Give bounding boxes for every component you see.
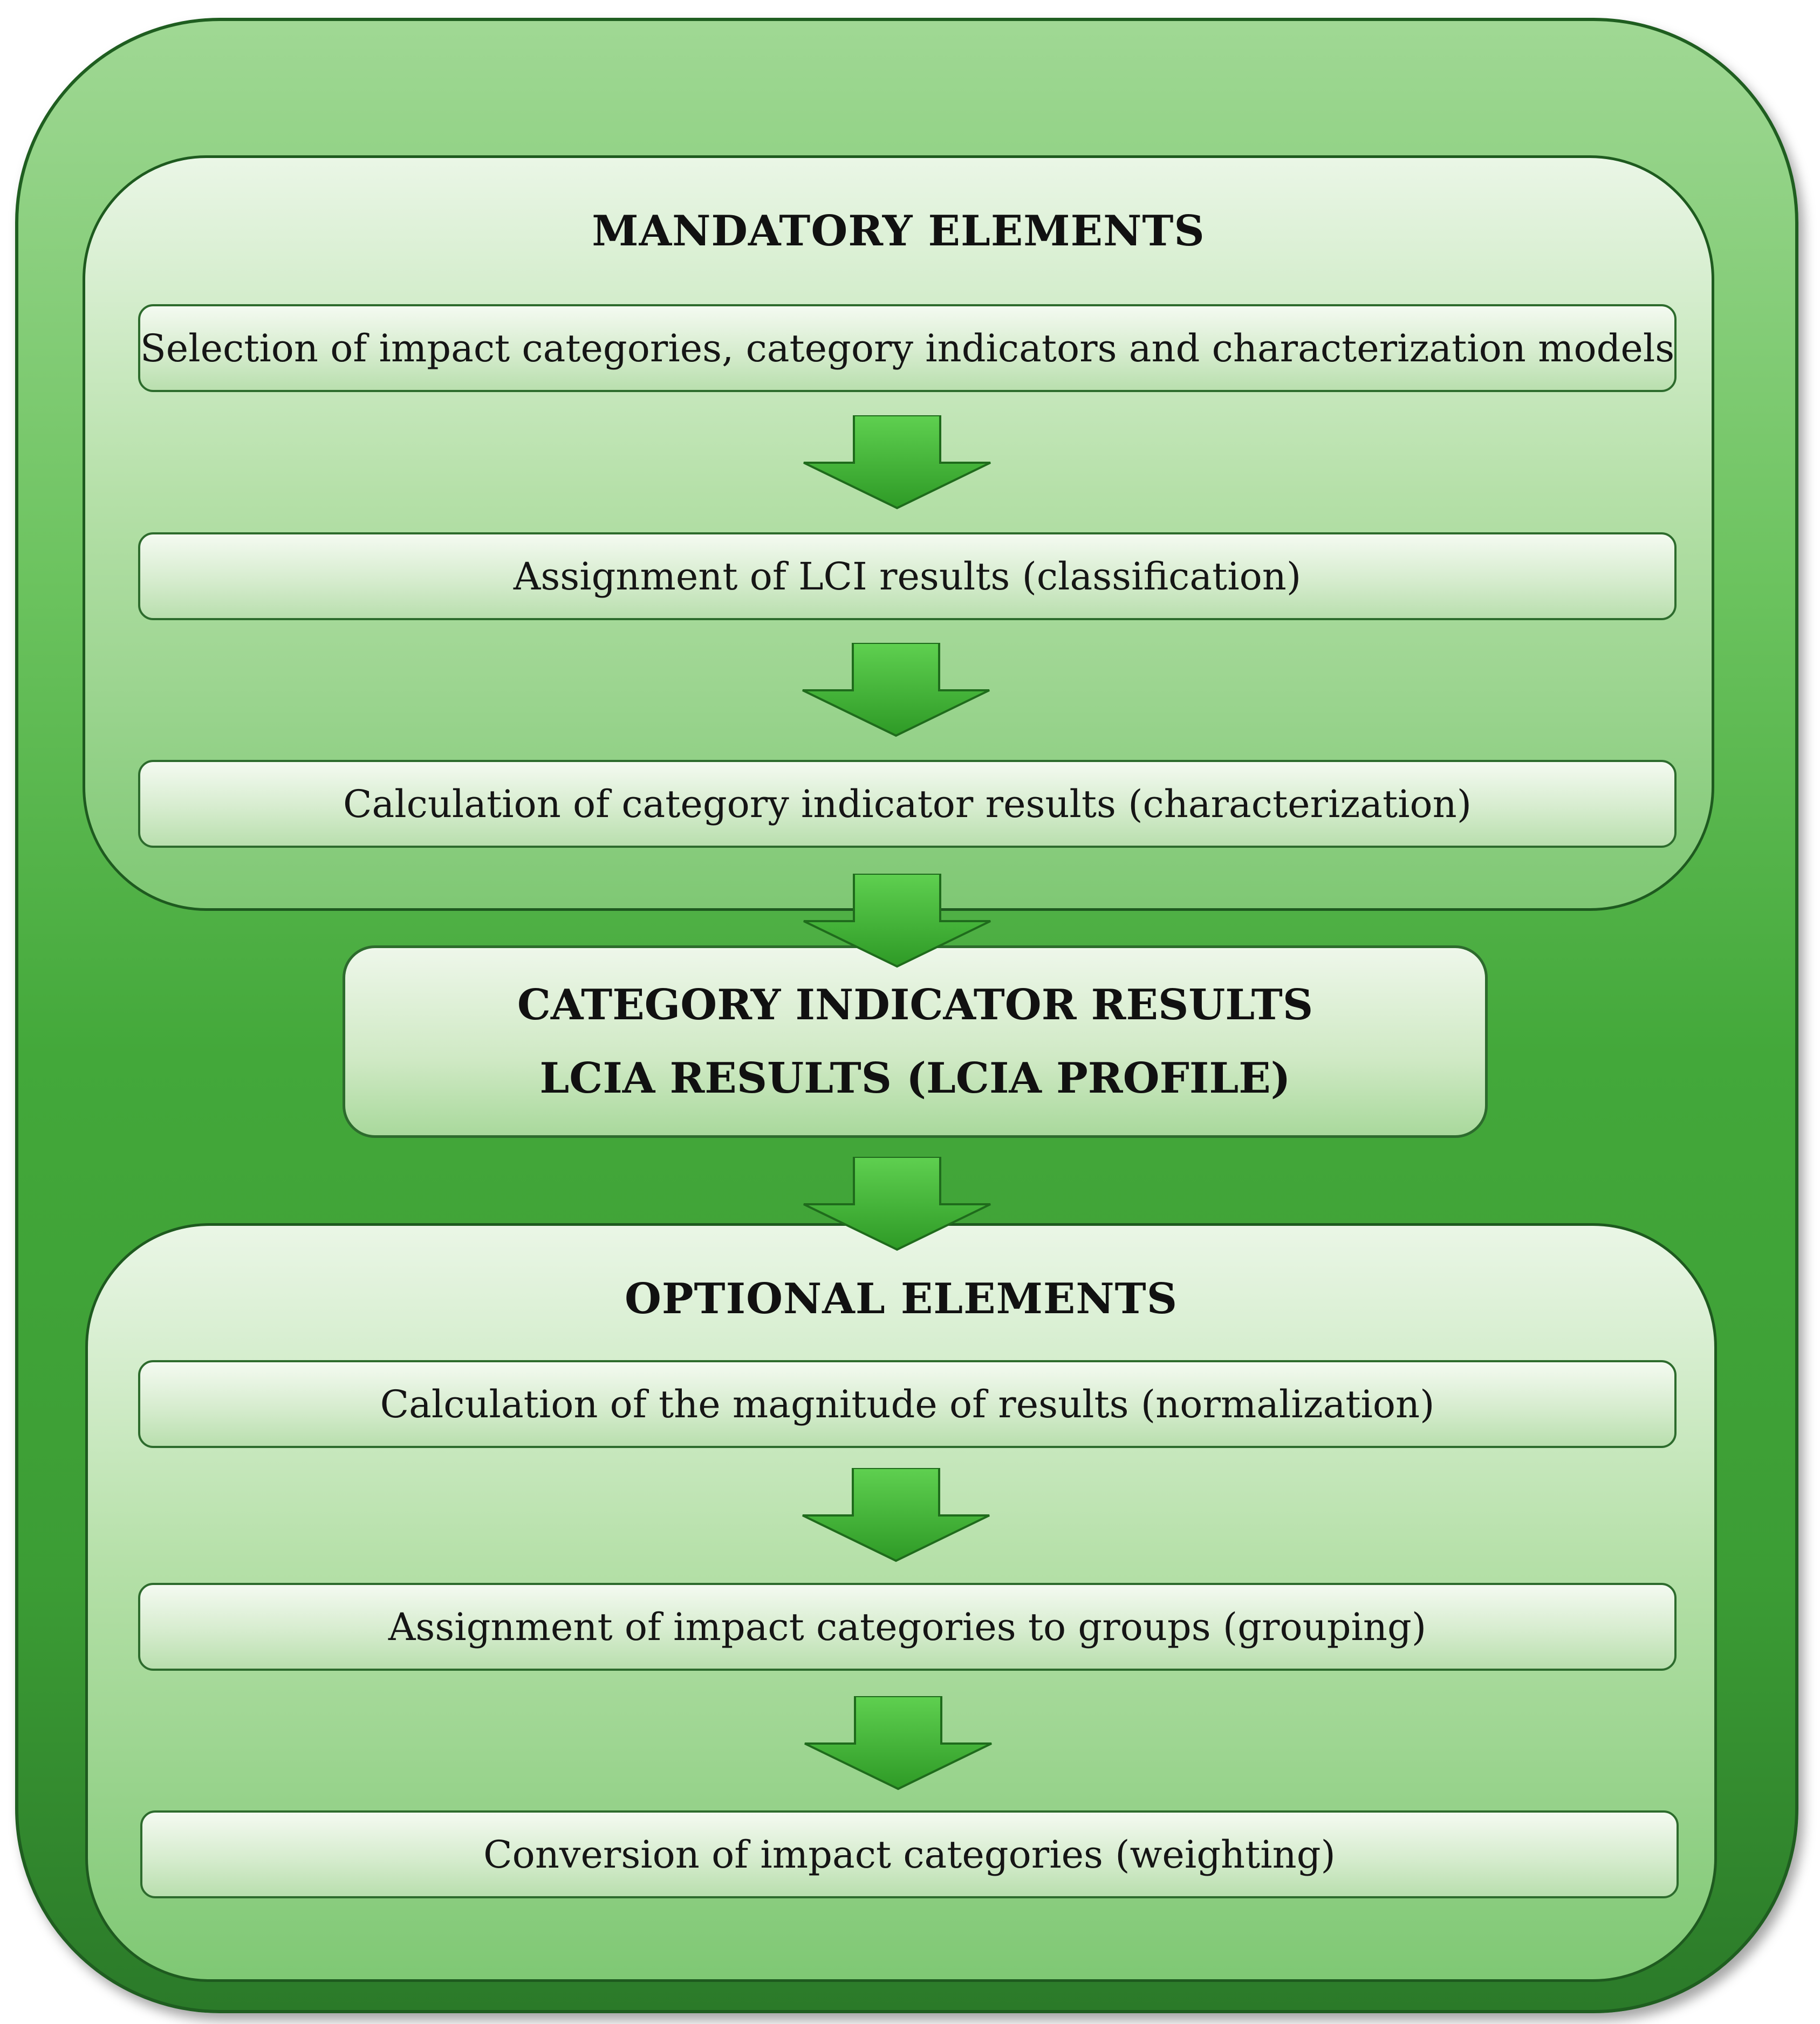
step-classification-label: Assignment of LCI results (classificatio…: [513, 554, 1302, 599]
down-arrow-icon: [803, 415, 991, 510]
category-indicator-results-box: CATEGORY INDICATOR RESULTS LCIA RESULTS …: [343, 945, 1488, 1138]
down-arrow-icon: [803, 1157, 991, 1251]
step-weighting: Conversion of impact categories (weighti…: [140, 1810, 1679, 1898]
mandatory-heading: MANDATORY ELEMENTS: [592, 207, 1205, 256]
step-grouping-label: Assignment of impact categories to group…: [388, 1604, 1427, 1649]
results-line-2: LCIA RESULTS (LCIA PROFILE): [539, 1053, 1291, 1103]
step-normalization-label: Calculation of the magnitude of results …: [380, 1382, 1435, 1426]
down-arrow-icon: [804, 1696, 992, 1790]
step-grouping: Assignment of impact categories to group…: [138, 1583, 1677, 1671]
step-selection-label: Selection of impact categories, category…: [140, 326, 1675, 371]
step-characterization: Calculation of category indicator result…: [138, 760, 1677, 848]
results-line-1: CATEGORY INDICATOR RESULTS: [517, 980, 1313, 1030]
step-characterization-label: Calculation of category indicator result…: [343, 781, 1472, 826]
optional-heading: OPTIONAL ELEMENTS: [624, 1274, 1178, 1323]
step-selection: Selection of impact categories, category…: [138, 304, 1677, 392]
down-arrow-icon: [802, 1468, 990, 1562]
down-arrow-icon: [802, 643, 990, 737]
step-weighting-label: Conversion of impact categories (weighti…: [483, 1832, 1336, 1877]
step-classification: Assignment of LCI results (classificatio…: [138, 532, 1677, 620]
step-normalization: Calculation of the magnitude of results …: [138, 1360, 1677, 1448]
down-arrow-icon: [803, 874, 991, 968]
